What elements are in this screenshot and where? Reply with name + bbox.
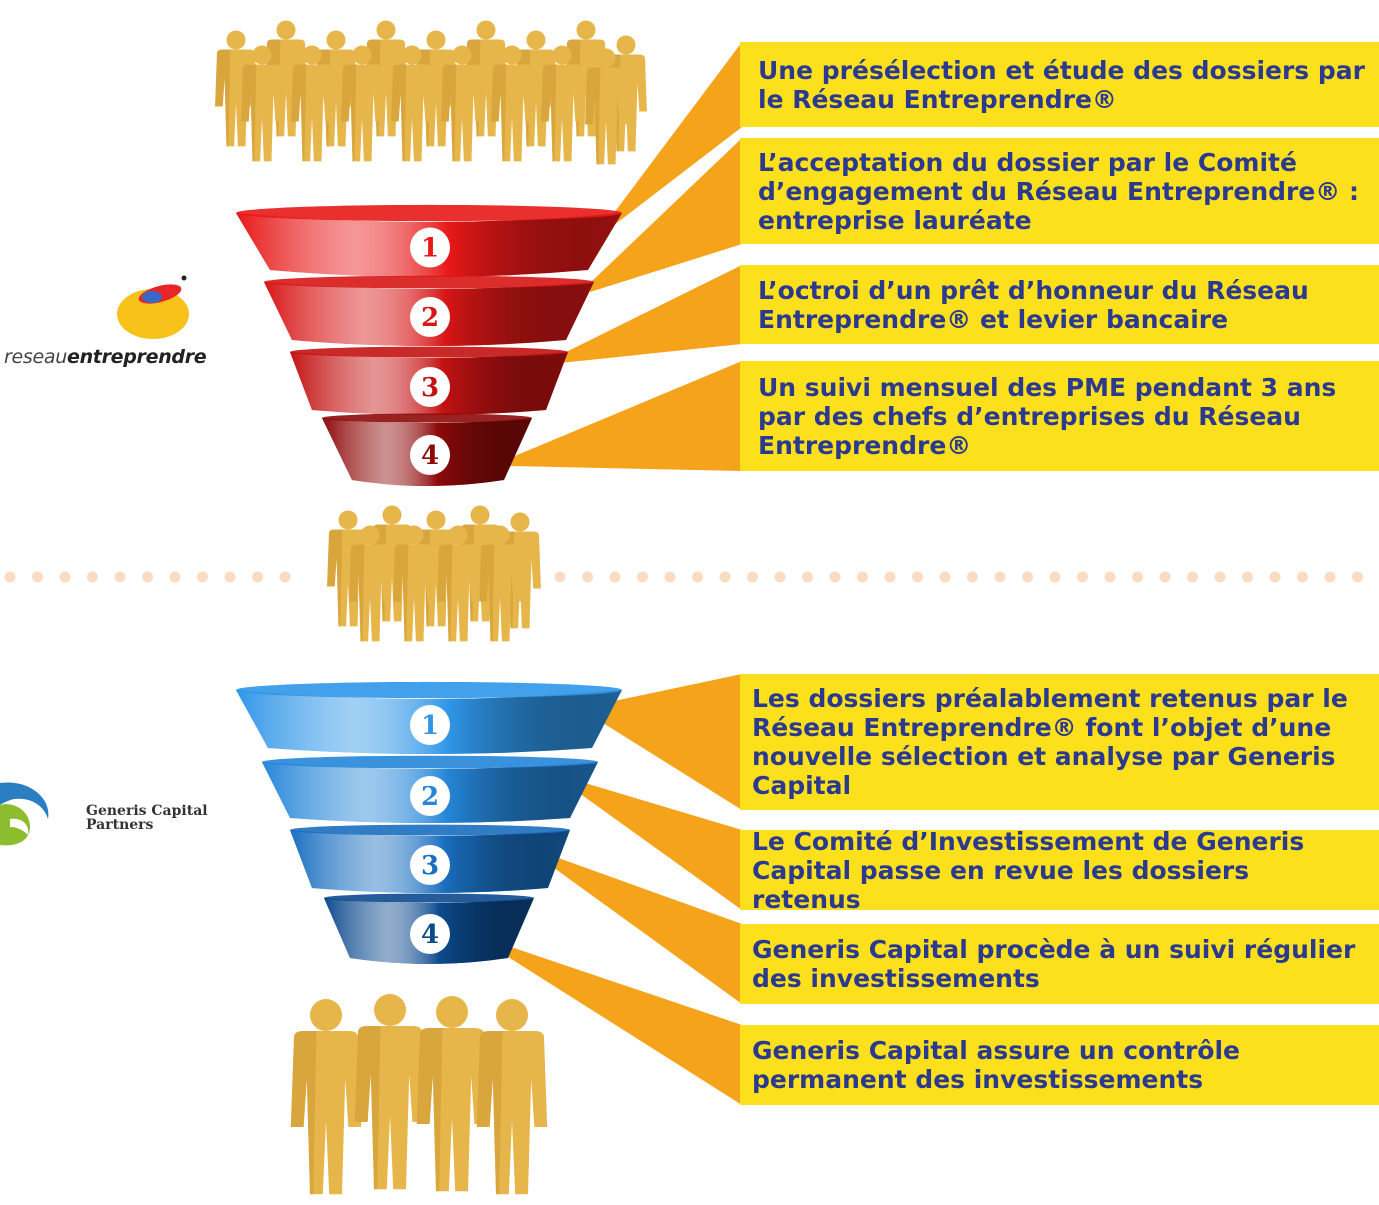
gc-step-2-badge <box>410 776 450 816</box>
gc-step-1-number: 1 <box>421 711 439 741</box>
person-top-17 <box>585 48 627 165</box>
re-step-1-badge <box>410 227 450 268</box>
re-step-2-box: L’acceptation du dossier par le Comité d… <box>740 138 1379 244</box>
gc-step-3-number: 3 <box>421 851 439 881</box>
gc-connector-2 <box>575 780 742 910</box>
person-top-14 <box>441 45 483 162</box>
re-step-3-box: L’octroi d’un prêt d’honneur du Réseau E… <box>740 265 1379 344</box>
re-step-4-text: Un suivi mensuel des PME pendant 3 ans p… <box>758 372 1337 460</box>
re-step-3-badge <box>410 367 450 407</box>
gc-step-2-text: Le Comité d’Investissement de Generis Ca… <box>752 826 1305 914</box>
crowd-top <box>215 20 647 165</box>
person-top-13 <box>391 45 433 162</box>
re-connector-3 <box>560 265 742 363</box>
person-middle-8 <box>437 525 479 642</box>
generis-capital-logo: Generis Capital Partners <box>0 775 230 855</box>
re-connector-2 <box>590 138 742 292</box>
person-top-11 <box>291 45 333 162</box>
reseau-entreprendre-logo-mark <box>117 275 189 339</box>
re-step-1-box: Une présélection et étude des dossiers p… <box>740 42 1379 127</box>
person-bottom-3 <box>416 996 488 1192</box>
person-top-16 <box>541 45 583 162</box>
gc-funnel-segment-1: 1 <box>236 681 622 754</box>
re-connector-4 <box>510 361 742 471</box>
reseau-entreprendre-logo: reseauentreprendre <box>0 270 225 380</box>
person-bottom-2 <box>354 994 426 1190</box>
section-divider <box>4 571 1363 583</box>
re-step-4-badge <box>410 435 450 475</box>
re-connector-1 <box>605 42 742 232</box>
re-step-3-number: 3 <box>421 373 439 403</box>
crowd-middle <box>327 505 541 642</box>
crowd-bottom <box>290 994 548 1195</box>
person-bottom-1 <box>290 999 362 1195</box>
person-middle-7 <box>393 525 435 642</box>
re-step-2-number: 2 <box>421 303 439 333</box>
gc-connector-4 <box>505 945 742 1105</box>
re-step-3-text: L’octroi d’un prêt d’honneur du Réseau E… <box>758 275 1309 334</box>
generis-logo-mark <box>0 782 49 846</box>
re-step-4-box: Un suivi mensuel des PME pendant 3 ans p… <box>740 361 1379 471</box>
re-step-1-text: Une présélection et étude des dossiers p… <box>758 55 1365 114</box>
gc-step-2-number: 2 <box>421 782 439 812</box>
gc-step-4-text: Generis Capital assure un contrôle perma… <box>752 1036 1240 1094</box>
gc-step-2-box: Le Comité d’Investissement de Generis Ca… <box>740 827 1379 914</box>
logo-text-bold: entreprendre <box>66 346 207 368</box>
gc-step-4-number: 4 <box>421 920 439 950</box>
person-middle-6 <box>349 525 391 642</box>
gc-step-1-box: Les dossiers préalablement retenus par l… <box>740 674 1379 810</box>
re-step-1-number: 1 <box>421 234 439 264</box>
re-step-2-text: L’acceptation du dossier par le Comité d… <box>758 147 1360 235</box>
gc-connector-3 <box>550 855 742 1004</box>
gc-step-3-text: Generis Capital procède à un suivi régul… <box>752 935 1356 993</box>
gc-step-4-badge <box>410 914 450 954</box>
person-bottom-4 <box>476 999 548 1195</box>
re-funnel-segment-1: 1 <box>236 204 622 277</box>
gc-step-3-box: Generis Capital procède à un suivi régul… <box>740 924 1379 1004</box>
gc-connector-1 <box>595 674 742 810</box>
person-top-12 <box>341 45 383 162</box>
re-funnel-segment-2: 2 <box>264 275 594 346</box>
gc-funnel-segment-2: 2 <box>262 755 598 823</box>
re-funnel-segment-3: 3 <box>290 346 568 415</box>
gc-step-3-badge <box>410 845 450 885</box>
person-top-10 <box>241 45 283 162</box>
gc-funnel-segment-3: 3 <box>290 824 570 893</box>
re-funnel-segment-4: 4 <box>322 413 532 486</box>
re-step-2-badge <box>410 297 450 337</box>
logo-text-line2: Partners <box>86 817 154 833</box>
logo-text-light: reseau <box>4 346 67 368</box>
gc-step-4-box: Generis Capital assure un contrôle perma… <box>740 1025 1379 1105</box>
gc-step-1-badge <box>410 705 450 745</box>
person-top-15 <box>491 45 533 162</box>
re-step-4-number: 4 <box>421 441 439 471</box>
gc-step-1-text: Les dossiers préalablement retenus par l… <box>752 684 1348 800</box>
logo-text-line1: Generis Capital <box>86 803 208 819</box>
person-middle-9 <box>479 525 521 642</box>
gc-funnel-segment-4: 4 <box>324 893 534 964</box>
